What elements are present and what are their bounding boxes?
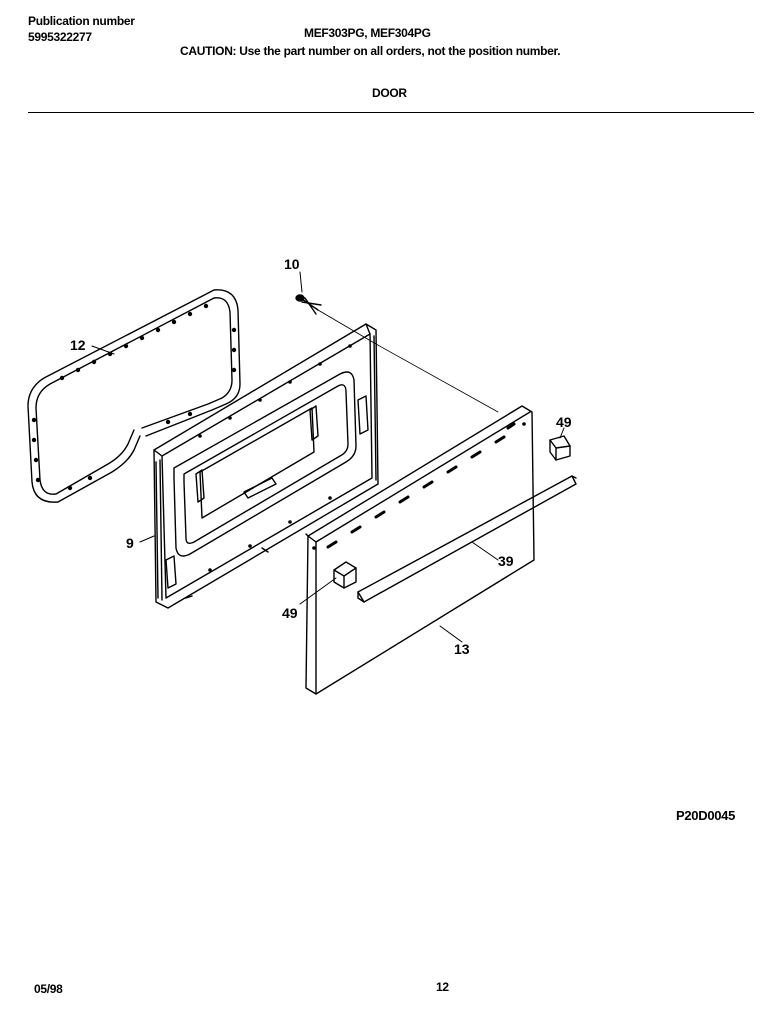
callout-10: 10: [284, 256, 300, 272]
handle-end-cap-left: [333, 561, 357, 589]
callout-49-bottom: 49: [282, 605, 298, 621]
callout-13: 13: [454, 641, 470, 657]
publication-number: 5995322277: [28, 30, 92, 44]
door-screw: [295, 294, 377, 345]
callout-39: 39: [498, 553, 514, 569]
callout-leaders: [91, 271, 565, 643]
caution-note: CAUTION: Use the part number on all orde…: [180, 44, 561, 58]
callout-49-top: 49: [556, 414, 572, 430]
callout-12: 12: [70, 337, 86, 353]
door-gasket: [27, 289, 241, 503]
footer-date: 05/98: [34, 982, 63, 996]
door-handle: [357, 475, 577, 603]
outer-door-panel: [305, 405, 535, 695]
header-divider: [28, 112, 754, 113]
publication-label: Publication number: [28, 14, 135, 28]
callout-9: 9: [126, 535, 134, 551]
model-numbers: MEF303PG, MEF304PG: [304, 26, 431, 40]
inner-door-frame: [153, 323, 379, 609]
handle-end-cap-right: [549, 435, 571, 461]
page-number: 12: [436, 980, 449, 994]
diagram-reference-code: P20D0045: [676, 808, 736, 823]
section-title: DOOR: [372, 86, 407, 100]
